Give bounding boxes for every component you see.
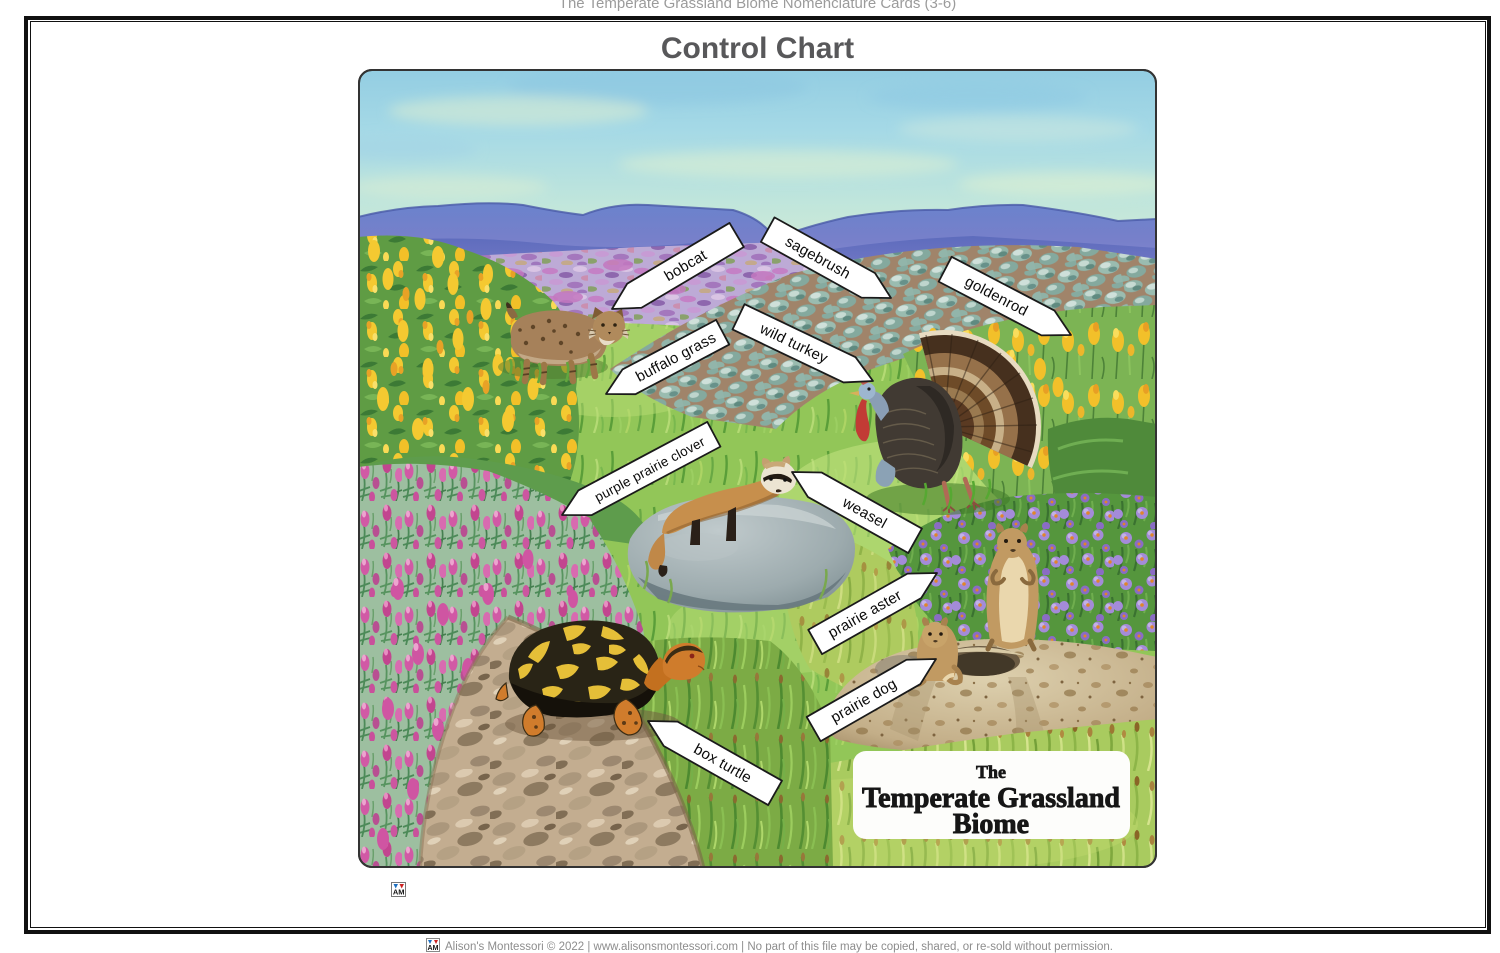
svg-text:Biome: Biome [953,809,1029,840]
svg-text:Temperate Grassland: Temperate Grassland [862,783,1120,814]
svg-text:The: The [976,762,1006,782]
svg-text:AM: AM [428,945,439,951]
svg-text:AM: AM [393,888,405,897]
